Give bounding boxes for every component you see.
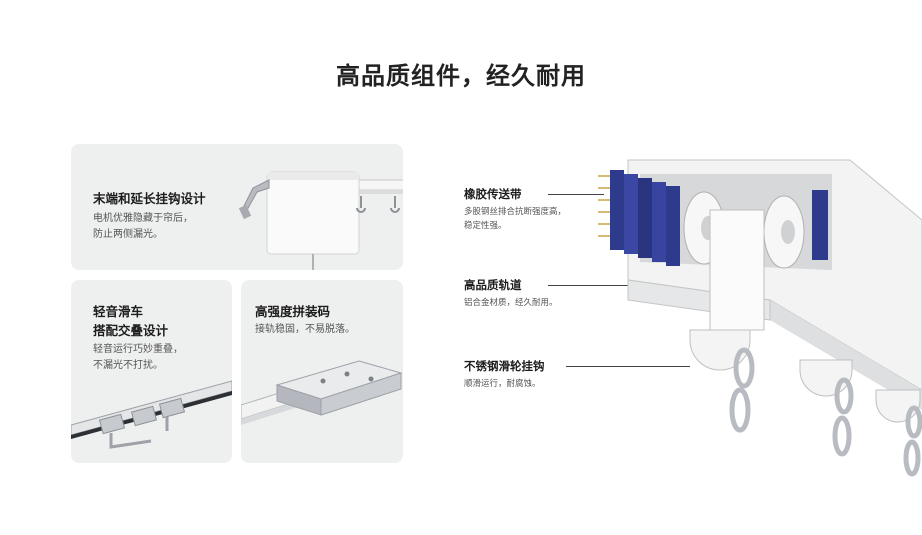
feature-belt-desc: 多股钢丝排合抗断强度高， 稳定性强。 [464, 205, 566, 233]
card-glider-title-line: 搭配交叠设计 [93, 323, 169, 338]
card-splice: 高强度拼装码 接轨稳固，不易脱落。 [241, 280, 403, 463]
card-glider: 轻音滑车 搭配交叠设计 轻音运行巧妙重叠， 不漏光不打扰。 [71, 280, 232, 463]
card-splice-desc: 接轨稳固，不易脱落。 [255, 324, 355, 335]
card-glider-desc-line: 不漏光不打扰。 [93, 360, 163, 371]
feature-rail-desc-line: 铝合金材质，经久耐用。 [464, 298, 558, 308]
feature-rail-title: 高品质轨道 [464, 278, 522, 292]
card-glider-desc-line: 轻音运行巧妙重叠， [93, 344, 183, 355]
page-title: 高品质组件，经久耐用 [336, 62, 586, 90]
feature-rail-desc: 铝合金材质，经久耐用。 [464, 296, 558, 310]
rubber-belt-right [812, 190, 828, 260]
overlap-glider-illustration [71, 380, 232, 449]
feature-hook-title: 不锈钢滑轮挂钩 [464, 359, 545, 373]
rail-cross-section-illustration [598, 159, 922, 477]
card-glider-title: 轻音滑车 搭配交叠设计 [93, 302, 168, 340]
card-splice-title: 高强度拼装码 [255, 304, 331, 319]
feature-belt-desc-line: 稳定性强。 [464, 221, 507, 231]
feature-belt-desc-line: 多股钢丝排合抗断强度高， [464, 207, 567, 217]
card-glider-title-line: 轻音滑车 [93, 304, 144, 319]
splice-connector-illustration [241, 360, 403, 425]
feature-rail-leader [548, 285, 628, 286]
card-end-hook-desc-line: 电机优雅隐藏于帘后， [93, 213, 193, 224]
feature-belt-leader [548, 194, 604, 195]
rubber-belt-left [598, 170, 680, 266]
card-end-hook-title: 末端和延长挂钩设计 [93, 191, 206, 206]
card-end-hook-desc-line: 防止两侧漏光。 [93, 229, 163, 240]
motor-end-hook-illustration [238, 171, 403, 270]
feature-hook-leader [566, 366, 690, 367]
feature-belt-title: 橡胶传送带 [464, 187, 522, 201]
feature-hook-desc: 顺滑运行，耐腐蚀。 [464, 377, 541, 391]
card-end-hook: 末端和延长挂钩设计 电机优雅隐藏于帘后， 防止两侧漏光。 [71, 144, 403, 270]
card-glider-desc: 轻音运行巧妙重叠， 不漏光不打扰。 [93, 342, 183, 374]
stainless-hook-ring [729, 347, 922, 477]
card-end-hook-desc: 电机优雅隐藏于帘后， 防止两侧漏光。 [93, 211, 193, 243]
feature-hook-desc-line: 顺滑运行，耐腐蚀。 [464, 379, 541, 389]
glider-carrier [709, 209, 765, 331]
